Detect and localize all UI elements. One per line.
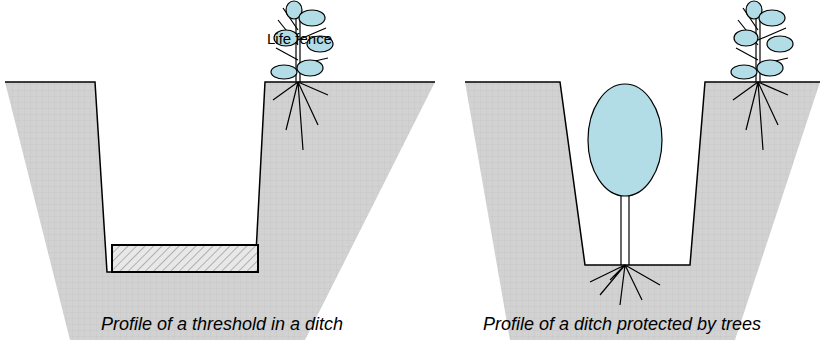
figure-caption: Profile of a threshold in a ditch (101, 314, 343, 335)
ditch-outline (465, 82, 820, 265)
life-fence-plant (731, 1, 793, 150)
plant-label: Life fence (266, 30, 333, 47)
soil-profile (5, 82, 435, 340)
soil-profile (465, 82, 820, 340)
threshold (112, 245, 258, 272)
ditch-outline (5, 82, 435, 272)
life-fence-plant (271, 1, 333, 150)
tree (588, 84, 662, 305)
figure-caption: Profile of a ditch protected by trees (483, 314, 761, 335)
